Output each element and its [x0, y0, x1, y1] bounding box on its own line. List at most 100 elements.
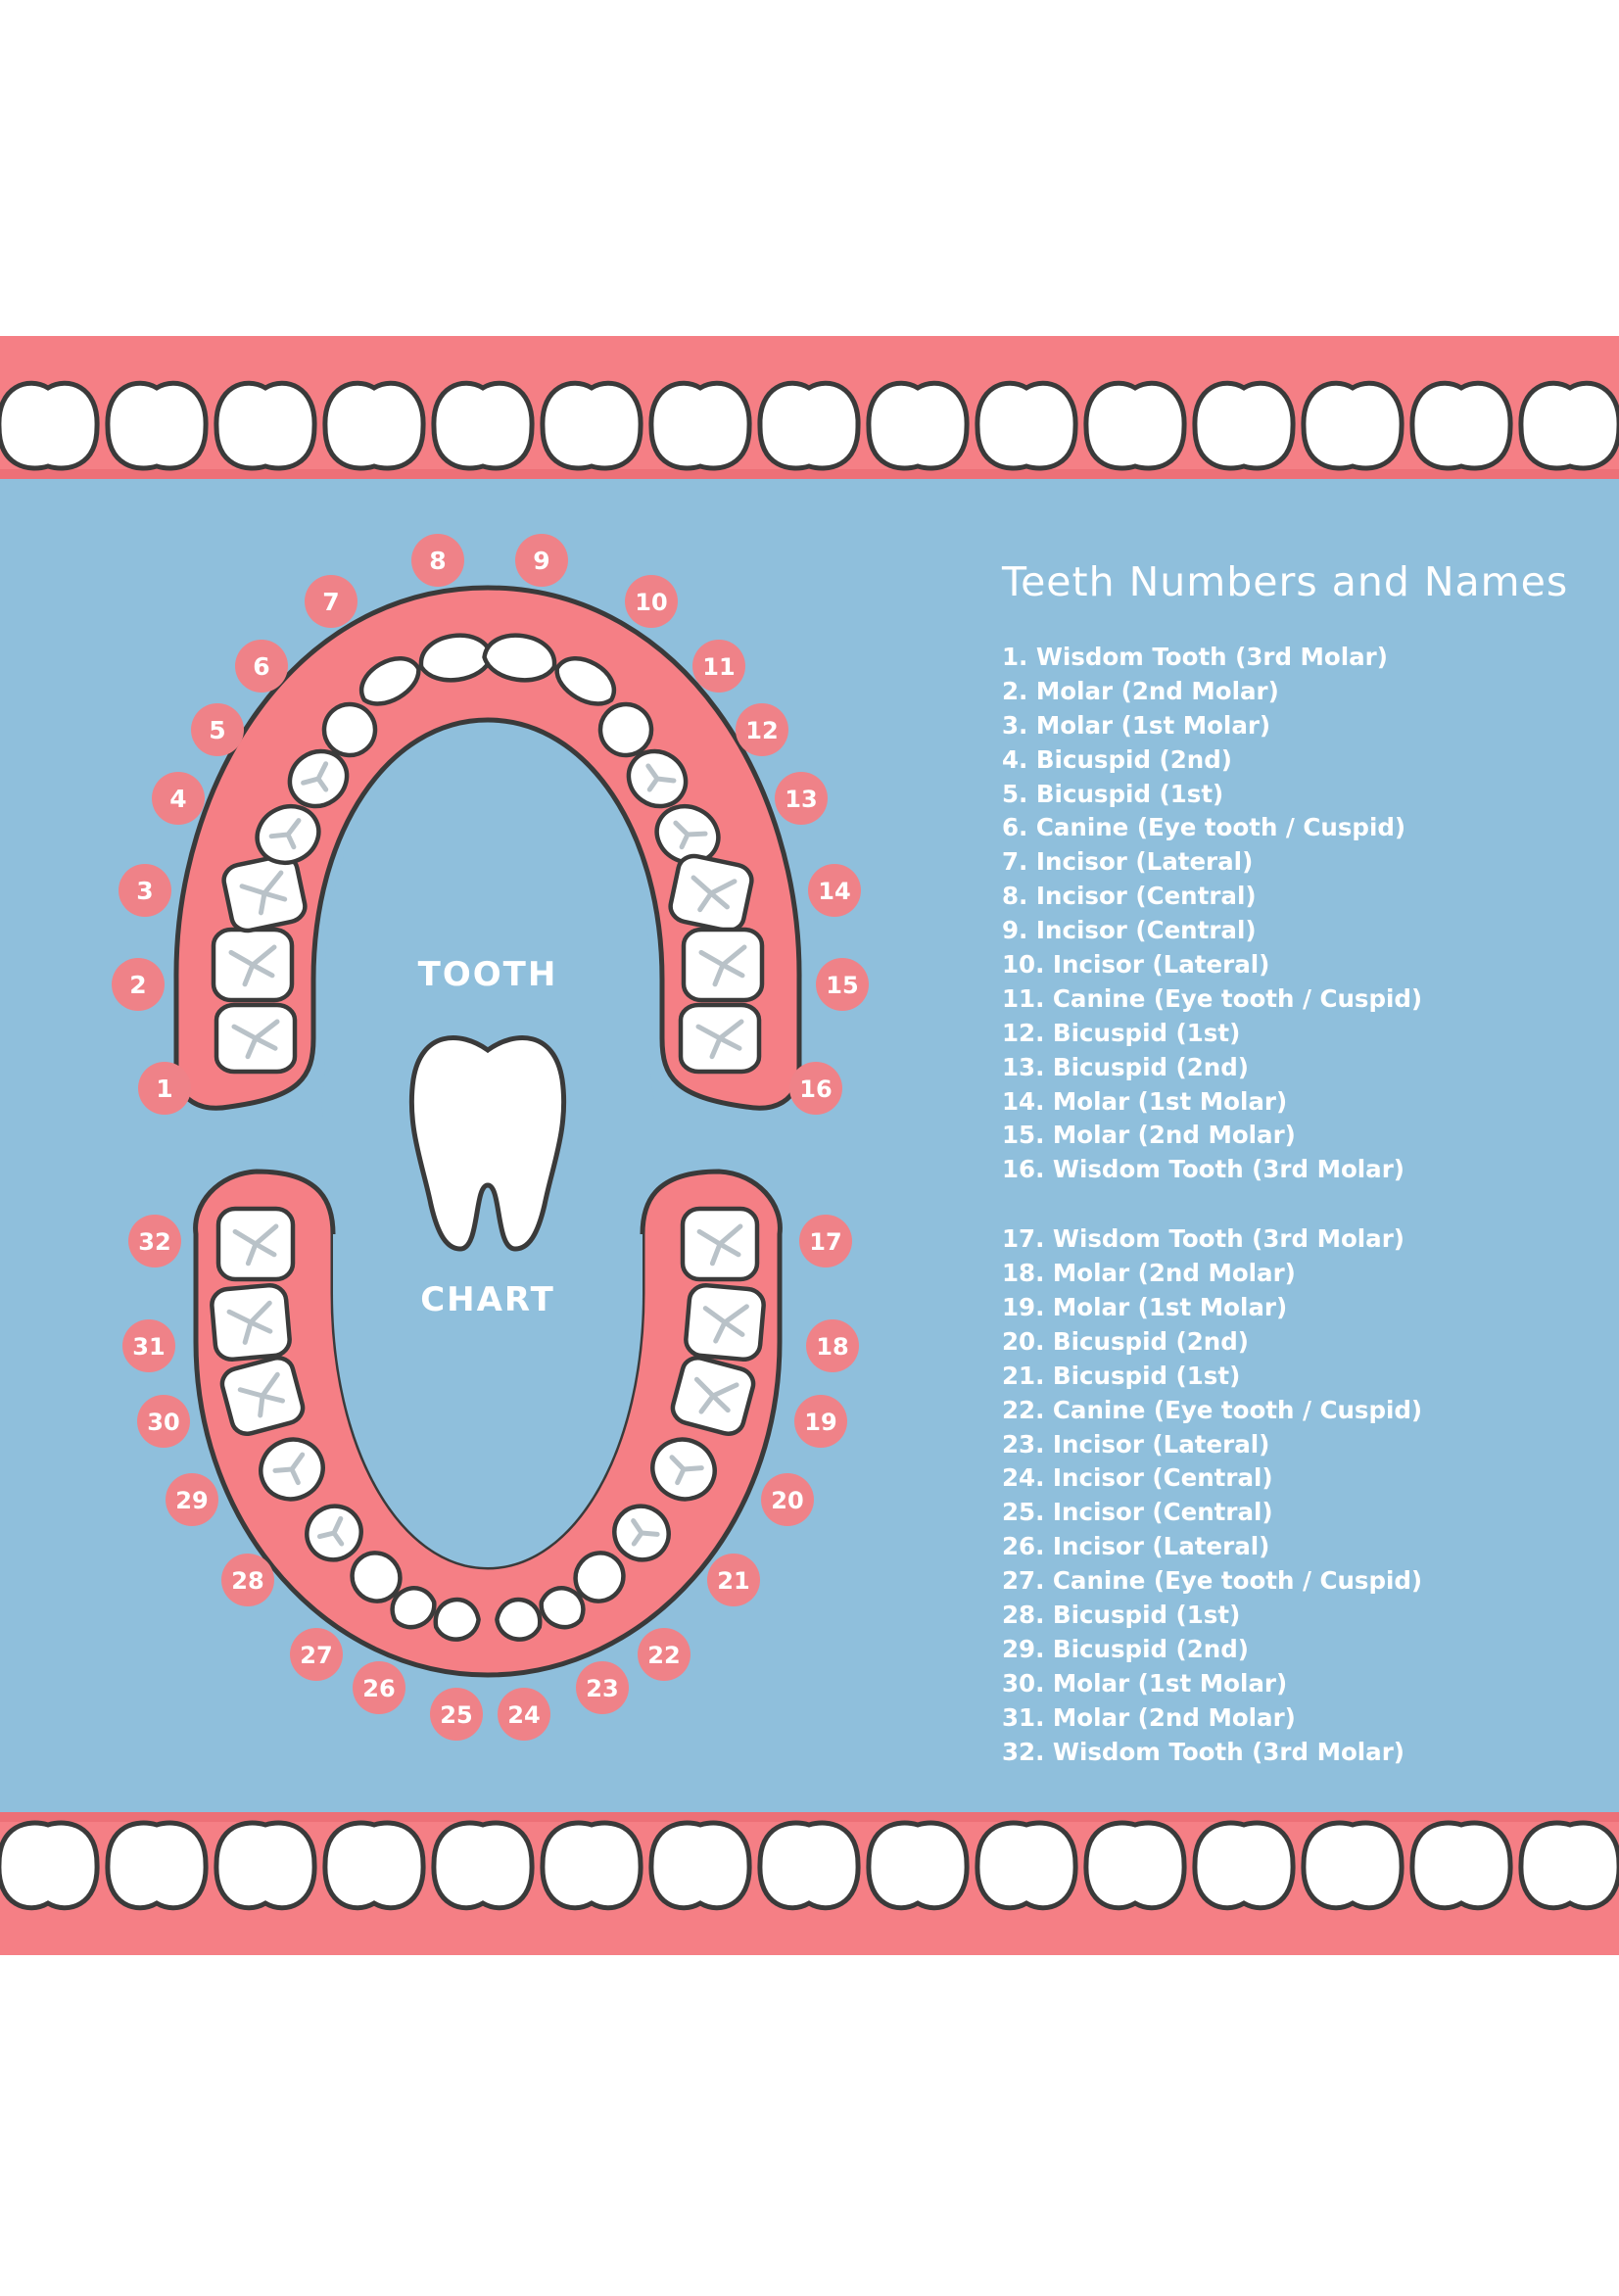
molar-tooth: [670, 1356, 756, 1436]
tooth-number-badge: 13: [775, 772, 828, 825]
legend-lower-teeth: 17. Wisdom Tooth (3rd Molar) 18. Molar (2…: [1002, 1222, 1590, 1769]
tooth-number-badge: 9: [515, 534, 568, 587]
legend-item: 18. Molar (2nd Molar): [1002, 1259, 1296, 1288]
border-tooth: [1518, 380, 1619, 471]
tooth-number: 28: [231, 1567, 263, 1595]
border-tooth: [105, 1820, 209, 1911]
border-tooth: [431, 380, 535, 471]
tooth-number: 32: [138, 1228, 170, 1256]
tooth-number: 22: [647, 1642, 680, 1669]
legend-item: 23. Incisor (Lateral): [1002, 1429, 1270, 1459]
border-tooth: [540, 1820, 643, 1911]
tooth-number-badge: 32: [128, 1215, 181, 1268]
molar-tooth: [219, 1356, 306, 1436]
legend-item: 17. Wisdom Tooth (3rd Molar): [1002, 1224, 1405, 1254]
bicuspid-tooth: [255, 803, 321, 866]
tooth-number: 11: [702, 653, 735, 681]
legend-item: 5. Bicuspid (1st): [1002, 779, 1224, 808]
tooth-number-badge: 20: [761, 1473, 814, 1526]
legend-item: 9. Incisor (Central): [1002, 916, 1257, 945]
tooth-number-badge: 19: [794, 1395, 847, 1448]
tooth-number: 23: [586, 1675, 618, 1702]
border-tooth: [866, 1820, 970, 1911]
incisor-tooth: [433, 1597, 481, 1642]
bicuspid-tooth: [259, 1437, 325, 1502]
tooth-icon: [408, 1035, 567, 1252]
tooth-number-badge: 15: [816, 958, 869, 1011]
molar-tooth: [680, 1206, 760, 1282]
tooth-number-badge: 23: [576, 1661, 629, 1714]
legend-item: 26. Incisor (Lateral): [1002, 1532, 1270, 1561]
legend-item: 10. Incisor (Lateral): [1002, 950, 1270, 980]
tooth-number-badge: 16: [789, 1062, 842, 1115]
tooth-number-badge: 4: [152, 772, 205, 825]
molar-tooth: [221, 853, 308, 933]
border-tooth: [431, 1820, 535, 1911]
tooth-number: 7: [322, 588, 339, 616]
lower-dental-arch: [193, 1169, 783, 1678]
border-tooth: [322, 1820, 426, 1911]
background-panel: [0, 336, 1619, 1955]
legend-item: 2. Molar (2nd Molar): [1002, 676, 1279, 705]
molar-tooth: [211, 927, 295, 1003]
tooth-number: 18: [816, 1333, 848, 1361]
bicuspid-tooth: [654, 803, 721, 866]
tooth-number: 31: [132, 1333, 165, 1361]
tooth-number: 20: [771, 1487, 803, 1514]
border-tooth: [648, 380, 752, 471]
border-tooth: [1301, 380, 1405, 471]
legend-item: 28. Bicuspid (1st): [1002, 1601, 1241, 1630]
tooth-number: 19: [804, 1409, 836, 1436]
tooth-number: 13: [785, 786, 817, 813]
canine-tooth: [597, 701, 654, 758]
tooth-number-badge: 31: [122, 1319, 175, 1372]
bicuspid-tooth: [612, 1504, 671, 1562]
tooth-number-badge: 3: [119, 864, 171, 917]
legend-item: 21. Bicuspid (1st): [1002, 1361, 1241, 1390]
legend-item: 6. Canine (Eye tooth / Cuspid): [1002, 813, 1406, 842]
legend-item: 30. Molar (1st Molar): [1002, 1668, 1288, 1698]
tooth-number: 5: [209, 716, 225, 744]
tooth-number-badge: 28: [221, 1554, 274, 1606]
legend-item: 7. Incisor (Lateral): [1002, 847, 1254, 877]
bottom-gum-border: [0, 1812, 1619, 1955]
tooth-number-badge: 26: [353, 1661, 405, 1714]
border-tooth: [1518, 1820, 1619, 1911]
legend-item: 1. Wisdom Tooth (3rd Molar): [1002, 643, 1388, 671]
upper-dental-arch: [173, 585, 802, 1117]
legend-item: 22. Canine (Eye tooth / Cuspid): [1002, 1395, 1423, 1424]
molar-tooth: [210, 1282, 292, 1363]
border-tooth: [214, 1820, 317, 1911]
incisor-tooth: [554, 656, 616, 706]
legend-title: Teeth Numbers and Names: [1002, 558, 1569, 605]
legend-item: 14. Molar (1st Molar): [1002, 1086, 1288, 1116]
tooth-number-badge: 30: [137, 1395, 190, 1448]
border-tooth: [1301, 1820, 1405, 1911]
border-tooth: [648, 1820, 752, 1911]
tooth-number: 2: [129, 971, 146, 999]
canine-tooth: [573, 1551, 626, 1603]
tooth-number: 9: [533, 547, 549, 575]
tooth-number-badge: 5: [191, 703, 244, 756]
border-tooth: [214, 380, 317, 471]
molar-tooth: [668, 853, 754, 933]
border-tooth: [1192, 380, 1296, 471]
tooth-number: 12: [745, 717, 778, 744]
legend-item: 16. Wisdom Tooth (3rd Molar): [1002, 1155, 1405, 1184]
tooth-number-badge: 18: [806, 1319, 859, 1372]
legend-item: 27. Canine (Eye tooth / Cuspid): [1002, 1566, 1423, 1596]
legend-item: 15. Molar (2nd Molar): [1002, 1121, 1296, 1150]
tooth-number-badge: 2: [112, 958, 165, 1011]
legend-item: 19. Molar (1st Molar): [1002, 1293, 1288, 1322]
legend-item: 32. Wisdom Tooth (3rd Molar): [1002, 1737, 1405, 1766]
teeth-legend: Teeth Numbers and Names 1. Wisdom Tooth …: [1002, 558, 1590, 1770]
tooth-number: 27: [300, 1642, 332, 1669]
incisor-tooth: [359, 656, 421, 706]
tooth-number: 21: [717, 1567, 749, 1595]
bicuspid-tooth: [287, 748, 350, 809]
tooth-number: 29: [175, 1487, 208, 1514]
tooth-number-badge: 29: [166, 1473, 218, 1526]
